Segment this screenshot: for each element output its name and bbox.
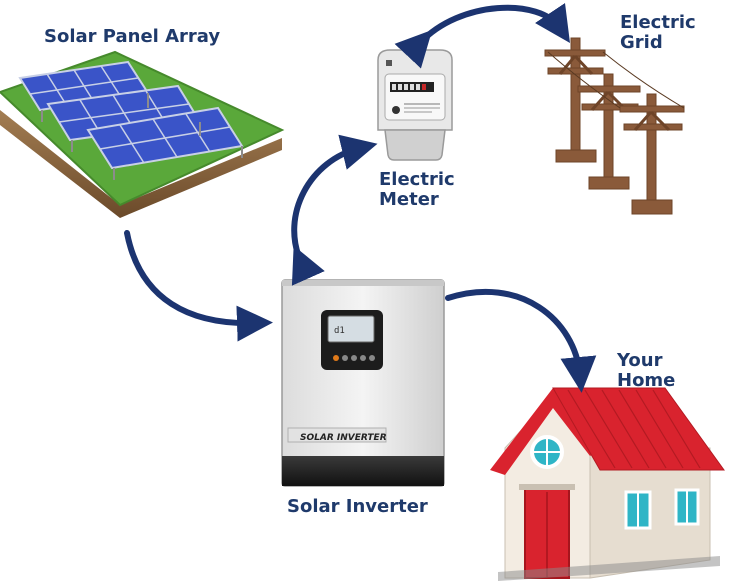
solar-inverter-illustration: d1 SOLAR INVERTER [281,279,445,487]
label-your-home: Your Home [617,351,675,391]
house-illustration [490,387,725,581]
electric-grid-illustration [544,37,685,215]
flow-arrows [124,3,597,393]
label-solar-inverter: Solar Inverter [287,496,428,517]
arrow-inverter-to-home [445,288,597,393]
inverter-nameplate: SOLAR INVERTER [300,433,387,443]
label-electric-grid: Electric Grid [620,13,696,53]
label-electric-meter-line2: Meter [379,189,439,210]
label-electric-grid-line1: Electric [620,12,696,33]
arrow-inverter-meter-bidirectional [291,134,378,286]
label-electric-meter-line1: Electric [379,169,455,190]
inverter-lcd-readout: d1 [334,326,345,336]
label-your-home-line1: Your [617,350,663,371]
arrow-panels-to-inverter [124,230,273,342]
electric-meter-illustration [377,49,453,161]
label-electric-grid-line2: Grid [620,32,663,53]
label-electric-meter: Electric Meter [379,170,455,210]
label-solar-panel-array: Solar Panel Array [44,26,221,47]
label-your-home-line2: Home [617,370,676,391]
solar-panel-array-illustration [0,50,285,218]
arrow-meter-grid-bidirectional [394,3,571,69]
